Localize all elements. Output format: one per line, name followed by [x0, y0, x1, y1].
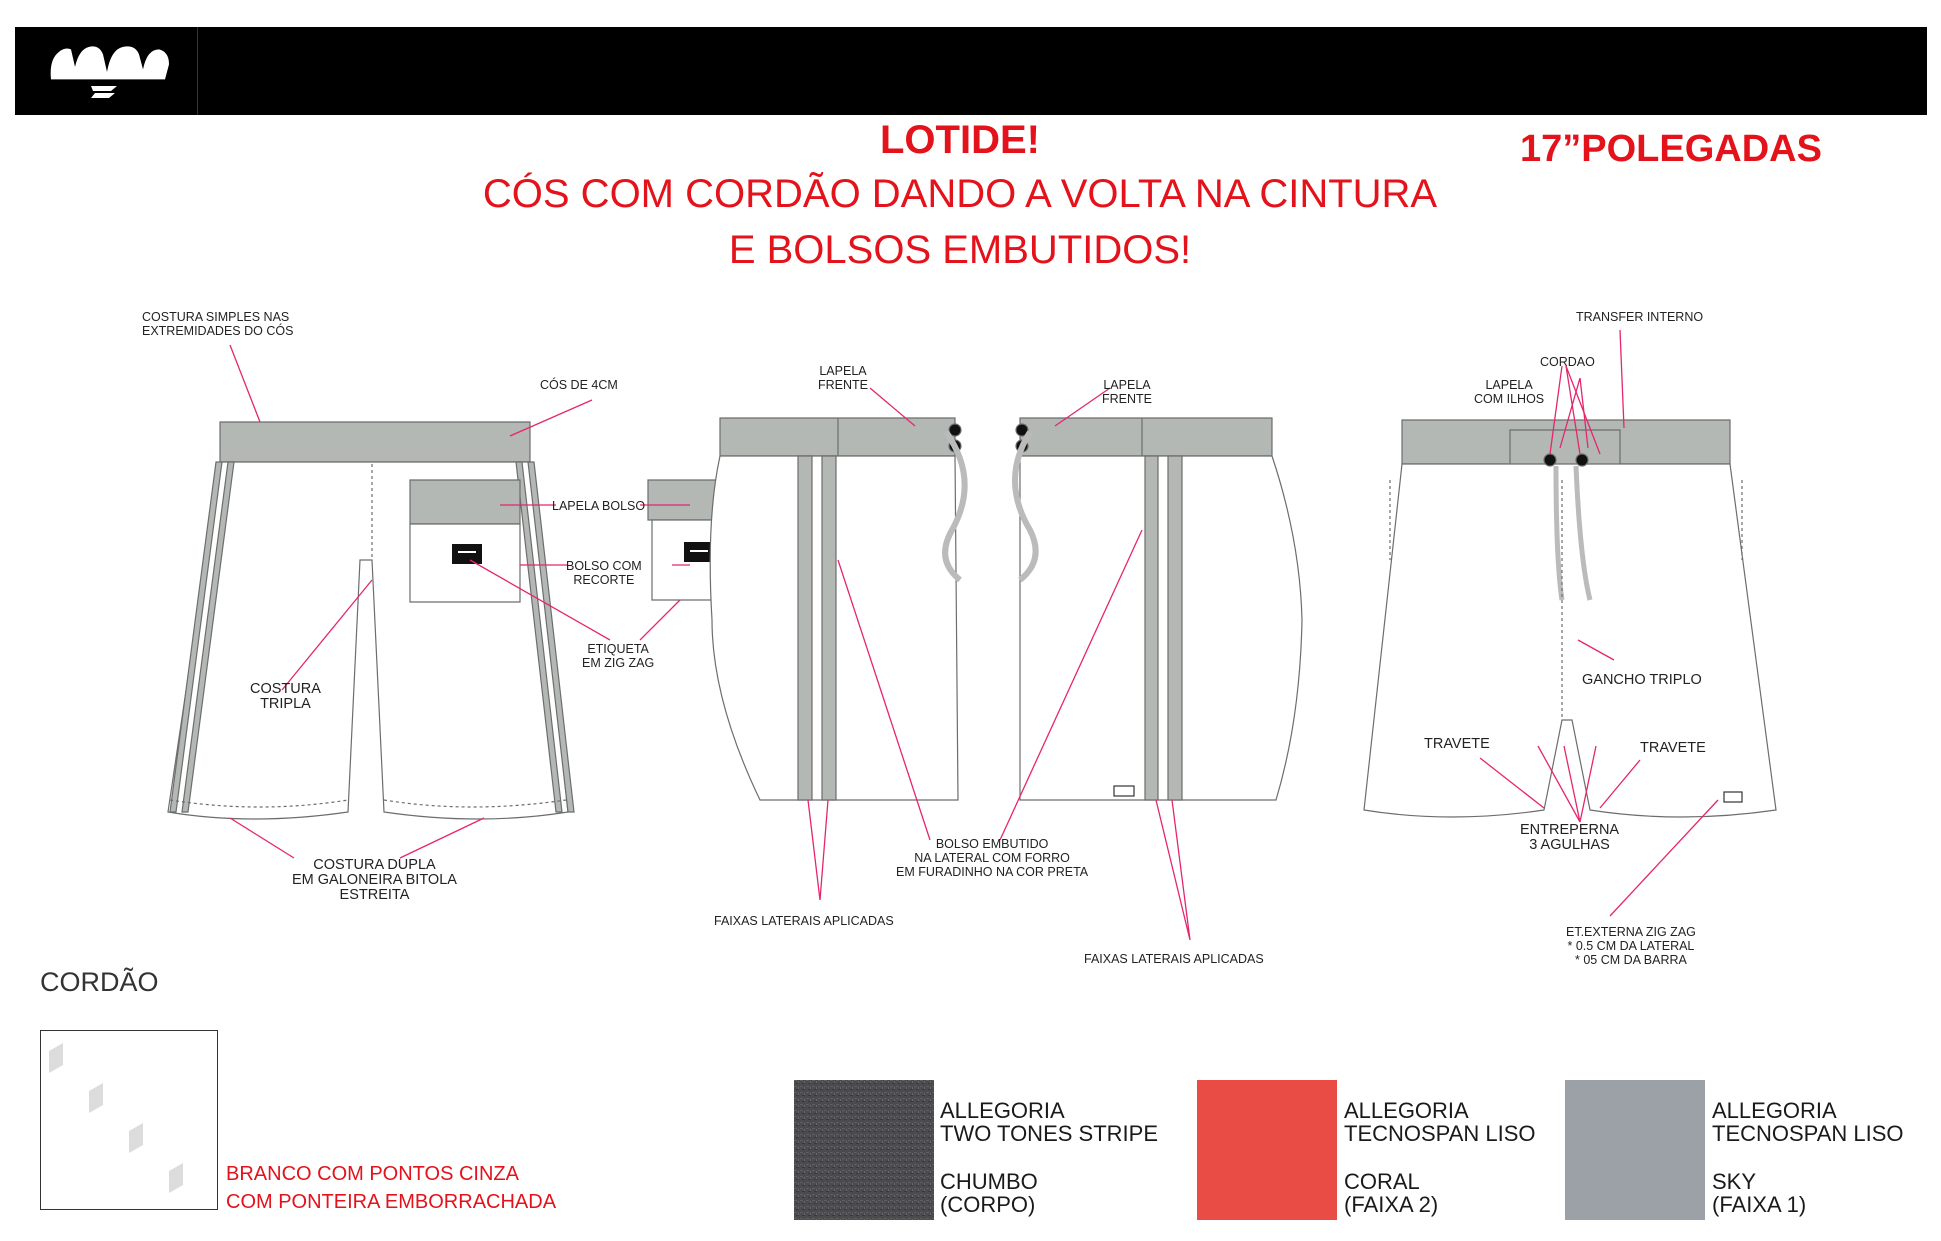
- header-bar: [15, 27, 1927, 115]
- ann-transfer: TRANSFER INTERNO: [1576, 310, 1704, 324]
- ann-text: ETIQUETA: [587, 642, 649, 656]
- ann-text: 3 AGULHAS: [1529, 837, 1610, 853]
- cordao-dot: [89, 1082, 103, 1114]
- leader-lines: [229, 329, 1719, 941]
- ann-bolso-embutido: BOLSO EMBUTIDO NA LATERAL COM FORRO EM F…: [896, 837, 1088, 879]
- ann-lapela-ilhos: LAPELA COM ILHOS: [1474, 378, 1544, 406]
- cordao-dot: [49, 1042, 63, 1074]
- fabric-swatch-coral: [1197, 1080, 1337, 1220]
- fabric-name: ALLEGORIA: [940, 1098, 1065, 1123]
- cordao-title: CORDÃO: [40, 967, 159, 997]
- ann-text: EXTREMIDADES DO CÓS: [142, 324, 294, 338]
- side-view-left: [709, 417, 968, 801]
- ann-travete-right: TRAVETE: [1640, 740, 1706, 756]
- cordao-description: BRANCO COM PONTOS CINZA COM PONTEIRA EMB…: [226, 1160, 556, 1216]
- fabric-name: ALLEGORIA: [1344, 1098, 1469, 1123]
- fabric-color-1: CHUMBO (CORPO): [940, 1170, 1038, 1216]
- ann-lapela-frente-b: LAPELA FRENTE: [1102, 378, 1152, 406]
- ann-faixas-a: FAIXAS LATERAIS APLICADAS: [714, 914, 894, 928]
- ann-cos-4cm: CÓS DE 4CM: [540, 378, 618, 392]
- ann-etiqueta: ETIQUETA EM ZIG ZAG: [582, 642, 654, 670]
- ann-text: LAPELA: [819, 364, 867, 378]
- logo-wordmark: [45, 42, 175, 93]
- headline-line-3: E BOLSOS EMBUTIDOS!: [728, 228, 1192, 272]
- ann-text: * 0.5 CM DA LATERAL: [1567, 939, 1695, 953]
- fabric-label-1: ALLEGORIA TWO TONES STRIPE: [940, 1099, 1158, 1145]
- ann-text: TRIPLA: [260, 696, 311, 712]
- ann-text: EM GALONEIRA BITOLA: [292, 872, 457, 888]
- cordao-desc-line: COM PONTEIRA EMBORRACHADA: [226, 1191, 557, 1213]
- front-view-short: [1363, 419, 1777, 818]
- fabric-usage: (CORPO): [940, 1192, 1036, 1217]
- ann-faixas-b: FAIXAS LATERAIS APLICADAS: [1084, 952, 1264, 966]
- ann-et-externa: ET.EXTERNA ZIG ZAG * 0.5 CM DA LATERAL *…: [1566, 925, 1696, 967]
- ann-text: ENTREPERNA: [1520, 822, 1620, 838]
- fabric-name: ALLEGORIA: [1712, 1098, 1837, 1123]
- cordao-dot: [129, 1122, 143, 1154]
- cordao-swatch: [40, 1030, 218, 1210]
- side-view-right: [1012, 417, 1303, 801]
- fabric-swatch-chumbo: [794, 1080, 934, 1220]
- ann-text: EM ZIG ZAG: [582, 656, 655, 670]
- ann-text: COM ILHOS: [1474, 392, 1545, 406]
- ann-text: LAPELA: [1485, 378, 1533, 392]
- billabong-wave-icon: [91, 86, 117, 98]
- fabric-usage: (FAIXA 1): [1712, 1192, 1807, 1217]
- billabong-logo-icon: [50, 46, 169, 80]
- ann-text: EM FURADINHO NA COR PRETA: [896, 865, 1089, 879]
- fabric-label-3: ALLEGORIA TECNOSPAN LISO: [1712, 1099, 1904, 1145]
- fabric-color-3: SKY (FAIXA 1): [1712, 1170, 1806, 1216]
- ann-text: COSTURA SIMPLES NAS: [142, 310, 290, 324]
- fabric-name: TWO TONES STRIPE: [940, 1121, 1158, 1146]
- ann-costura-dupla: COSTURA DUPLA EM GALONEIRA BITOLA ESTREI…: [292, 858, 457, 903]
- ann-text: COSTURA DUPLA: [313, 857, 436, 873]
- ann-text: RECORTE: [573, 573, 635, 587]
- ann-text: * 05 CM DA BARRA: [1575, 953, 1687, 967]
- fabric-label-2: ALLEGORIA TECNOSPAN LISO: [1344, 1099, 1536, 1145]
- ann-text: FRENTE: [1102, 392, 1152, 406]
- fabric-color: SKY: [1712, 1169, 1757, 1194]
- ann-text: NA LATERAL COM FORRO: [914, 851, 1070, 865]
- size-label: 17”POLEGADAS: [1520, 128, 1822, 170]
- ann-text: LAPELA: [1103, 378, 1151, 392]
- ann-lapela-bolso: LAPELA BOLSO: [552, 499, 646, 513]
- ann-lapela-frente-a: LAPELA FRENTE: [818, 364, 868, 392]
- fabric-color-2: CORAL (FAIXA 2): [1344, 1170, 1438, 1216]
- ann-text: COSTURA: [250, 681, 321, 697]
- ann-text: BOLSO COM: [566, 559, 642, 573]
- ann-text: BOLSO EMBUTIDO: [935, 837, 1049, 851]
- fabric-name: TECNOSPAN LISO: [1344, 1121, 1536, 1146]
- fabric-name: TECNOSPAN LISO: [1712, 1121, 1904, 1146]
- ann-text: ET.EXTERNA ZIG ZAG: [1566, 925, 1696, 939]
- ann-entreperna: ENTREPERNA 3 AGULHAS: [1520, 823, 1619, 853]
- ann-cordao: CORDAO: [1540, 355, 1595, 369]
- fabric-usage: (FAIXA 2): [1344, 1192, 1439, 1217]
- fabric-color: CORAL: [1344, 1169, 1420, 1194]
- headline-title: LOTIDE!: [880, 118, 1040, 162]
- ann-gancho: GANCHO TRIPLO: [1582, 672, 1702, 688]
- back-view-short: [167, 421, 575, 820]
- fabric-color: CHUMBO: [940, 1169, 1038, 1194]
- ann-text: FRENTE: [818, 378, 868, 392]
- ann-bolso-recorte: BOLSO COM RECORTE: [566, 559, 642, 587]
- cordao-desc-line: BRANCO COM PONTOS CINZA: [226, 1163, 519, 1185]
- ann-costura-tripla: COSTURA TRIPLA: [250, 682, 321, 712]
- ann-travete-left: TRAVETE: [1424, 736, 1490, 752]
- logo: [15, 27, 198, 115]
- ann-costura-simples: COSTURA SIMPLES NAS EXTREMIDADES DO CÓS: [142, 310, 293, 338]
- headline-line-2: CÓS COM CORDÃO DANDO A VOLTA NA CINTURA: [482, 172, 1438, 216]
- ann-text: ESTREITA: [339, 887, 410, 903]
- cordao-dot: [169, 1162, 183, 1194]
- fabric-swatch-sky: [1565, 1080, 1705, 1220]
